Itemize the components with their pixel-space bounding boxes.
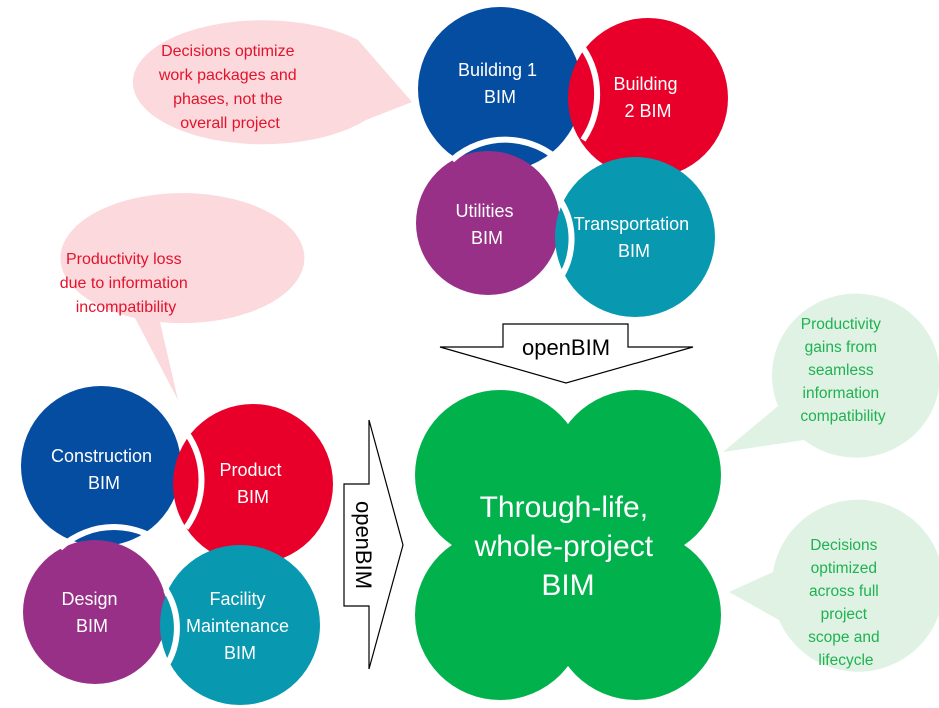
construction-bim-circle bbox=[21, 386, 181, 546]
callout-top-left-text: Decisions optimize work packages and pha… bbox=[158, 43, 301, 132]
callout-right-top-line-1: Productivity bbox=[801, 316, 881, 333]
utilities-bim-label: Utilities BIM bbox=[455, 201, 518, 248]
openbim-right-arrow-shape bbox=[343, 419, 404, 670]
transportation-line-2: BIM bbox=[618, 241, 650, 261]
center-line-3: BIM bbox=[541, 569, 594, 602]
top-cluster: Building 1 BIM Building 2 BIM Utilities … bbox=[416, 7, 728, 317]
design-bite bbox=[57, 524, 175, 555]
building1-bim-circle bbox=[418, 7, 582, 171]
callout-right-top-text: Productivity gains from seamless informa… bbox=[800, 316, 886, 425]
design-bim-circle bbox=[23, 540, 167, 684]
transportation-bim-label: Transportation BIM bbox=[574, 214, 694, 261]
facility-line-1: Facility bbox=[209, 589, 265, 609]
building2-bim-circle bbox=[568, 18, 728, 178]
callout-right-top-line-2: gains from bbox=[805, 339, 877, 356]
openbim-down-arrow-label: openBIM bbox=[522, 335, 610, 360]
callout-right-bottom-line-3: across full bbox=[809, 583, 879, 600]
callout-top-left-line-1: Decisions optimize bbox=[161, 43, 294, 60]
building1-line-2: BIM bbox=[484, 87, 516, 107]
facility-bim-label: Facility Maintenance BIM bbox=[186, 589, 294, 663]
callout-mid-left-line-1: Productivity loss bbox=[66, 251, 182, 268]
callout-right-top: Productivity gains from seamless informa… bbox=[723, 293, 939, 458]
center-line-2: whole-project bbox=[474, 530, 654, 563]
utilities-bite bbox=[450, 136, 571, 172]
center-line-1: Through-life, bbox=[480, 491, 648, 524]
building2-line-1: Building bbox=[613, 74, 677, 94]
transportation-bim-circle bbox=[555, 157, 715, 317]
callout-right-bottom-line-6: lifecycle bbox=[818, 652, 873, 669]
construction-line-1: Construction bbox=[51, 446, 152, 466]
building2-line-2: 2 BIM bbox=[624, 101, 671, 121]
openbim-right-arrow-label: openBIM bbox=[351, 501, 376, 589]
construction-bim-label: Construction BIM bbox=[51, 446, 157, 493]
product-bite bbox=[183, 430, 205, 530]
left-cluster: Construction BIM Product BIM Design BIM … bbox=[21, 386, 333, 705]
callout-top-left-line-2: work packages and bbox=[158, 67, 297, 84]
callout-right-top-line-4: information bbox=[803, 385, 880, 402]
center-cloud-label: Through-life, whole-project BIM bbox=[474, 491, 662, 602]
callout-right-bottom-text: Decisions optimized across full project … bbox=[808, 537, 884, 669]
callout-right-bottom-line-2: optimized bbox=[811, 560, 877, 577]
building1-line-1: Building 1 bbox=[458, 60, 537, 80]
facility-bim-circle bbox=[160, 545, 320, 705]
design-line-2: BIM bbox=[76, 616, 108, 636]
product-bim-label: Product BIM bbox=[219, 460, 286, 507]
building2-bim-label: Building 2 BIM bbox=[613, 74, 682, 121]
callout-right-top-line-3: seamless bbox=[808, 362, 874, 379]
callout-right-bottom-bubble bbox=[729, 499, 939, 672]
callout-right-bottom-line-1: Decisions bbox=[810, 537, 877, 554]
callout-right-bottom-line-5: scope and bbox=[808, 629, 880, 646]
callout-mid-left-bubble bbox=[60, 193, 305, 400]
callout-top-left-bubble bbox=[132, 20, 412, 145]
facility-line-3: BIM bbox=[224, 643, 256, 663]
callout-mid-left-line-2: due to information bbox=[60, 275, 188, 292]
product-bim-circle bbox=[173, 404, 333, 564]
callout-top-left-line-3: phases, not the bbox=[173, 91, 283, 108]
design-bim-label: Design BIM bbox=[61, 589, 122, 636]
callout-mid-left-text: Productivity loss due to information inc… bbox=[60, 251, 193, 316]
callout-right-bottom: Decisions optimized across full project … bbox=[729, 499, 939, 672]
callout-top-left: Decisions optimize work packages and pha… bbox=[132, 20, 412, 145]
callout-mid-left: Productivity loss due to information inc… bbox=[60, 193, 305, 400]
utilities-bim-circle bbox=[416, 151, 560, 295]
transportation-bite bbox=[552, 198, 575, 287]
facility-line-2: Maintenance bbox=[186, 616, 289, 636]
center-cloud-core bbox=[470, 440, 666, 650]
openbim-down-arrow-shape bbox=[439, 323, 694, 384]
openbim-right-arrow: openBIM bbox=[343, 419, 404, 670]
construction-line-2: BIM bbox=[88, 473, 120, 493]
callout-mid-left-line-3: incompatibility bbox=[76, 299, 176, 316]
callout-right-top-bubble bbox=[723, 293, 939, 458]
callout-right-top-line-5: compatibility bbox=[800, 408, 886, 425]
building1-bim-label: Building 1 BIM bbox=[458, 60, 542, 107]
transportation-line-1: Transportation bbox=[574, 214, 689, 234]
design-line-1: Design bbox=[61, 589, 117, 609]
facility-bite bbox=[159, 588, 180, 674]
center-cloud: Through-life, whole-project BIM bbox=[415, 390, 721, 700]
openbim-down-arrow: openBIM bbox=[439, 323, 694, 384]
building2-bite bbox=[580, 46, 601, 142]
callout-right-bottom-line-4: project bbox=[821, 606, 868, 623]
utilities-line-2: BIM bbox=[471, 228, 503, 248]
product-line-1: Product bbox=[219, 460, 281, 480]
product-line-2: BIM bbox=[237, 487, 269, 507]
utilities-line-1: Utilities bbox=[455, 201, 513, 221]
callout-top-left-line-4: overall project bbox=[180, 115, 280, 132]
